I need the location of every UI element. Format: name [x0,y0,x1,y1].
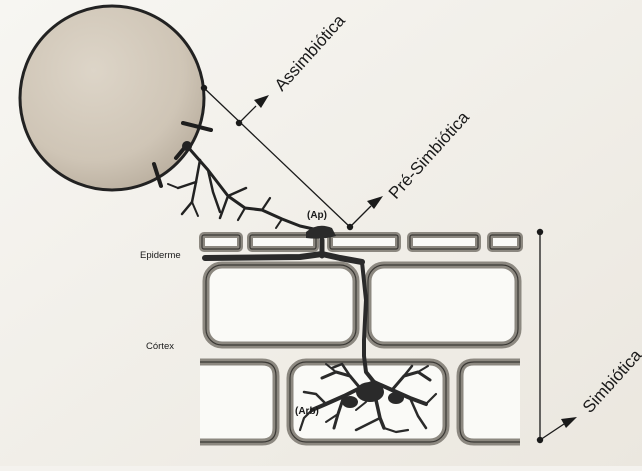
label-epiderme: Epiderme [140,250,181,261]
label-cortex: Córtex [146,341,174,352]
spore [20,6,204,190]
cortex-cells-row2 [200,362,520,442]
label-appressorium: (Ap) [307,210,327,221]
label-arbuscule: (Arb) [295,406,319,417]
